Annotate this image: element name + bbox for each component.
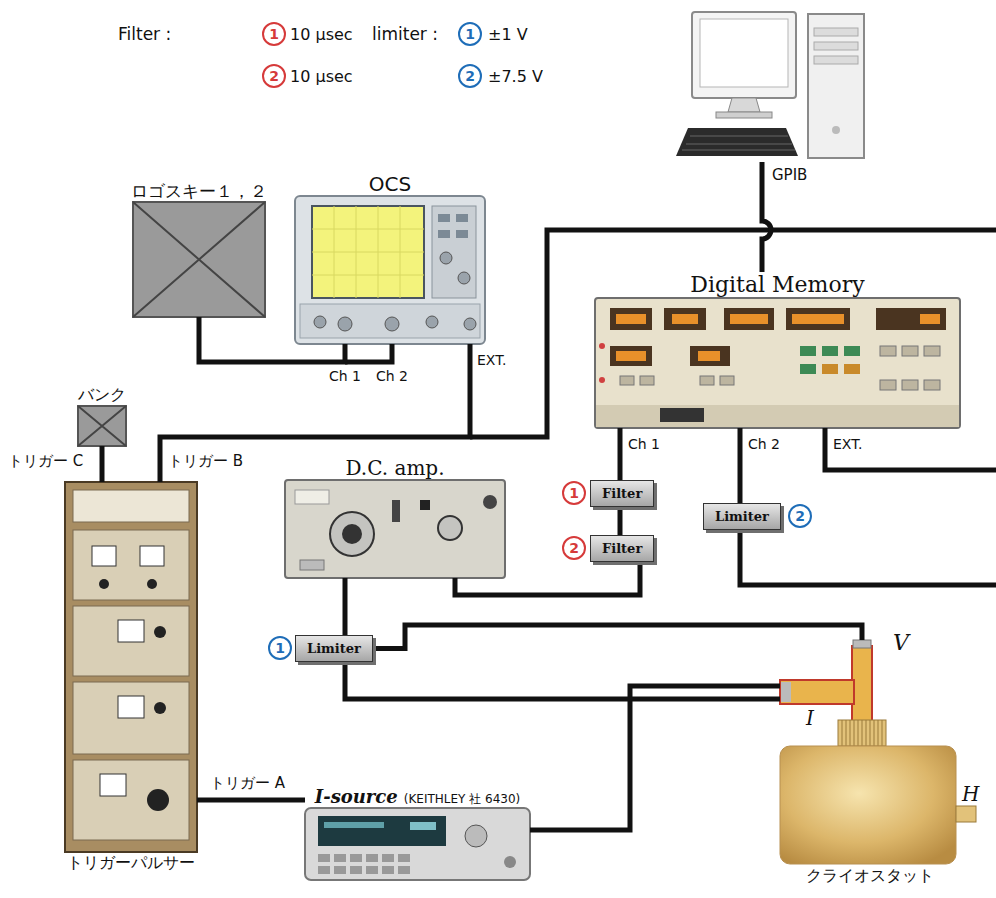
dc-amplifier-picture: [285, 480, 505, 578]
terminal-name: V: [893, 630, 909, 655]
node-heading: Digital Memory: [690, 272, 864, 298]
node-heading-row: バンク: [78, 384, 126, 406]
wire-connector: [345, 662, 780, 699]
node-heading-row: I-source (KEITHLEY 社 6430): [305, 786, 530, 808]
trigger-name: トリガー B: [168, 452, 243, 471]
node-heading-row: D.C. amp.: [285, 456, 505, 480]
bus-name: GPIB: [772, 166, 807, 184]
gpib-cable: [762, 162, 771, 272]
legend-text: 10 μsec: [290, 67, 353, 86]
trigger-name: トリガー A: [210, 774, 285, 793]
node-heading: トリガーパルサー: [67, 852, 195, 874]
wire-connector: [160, 344, 470, 482]
filter-box: Filter: [590, 535, 654, 562]
node-heading-row: トリガーパルサー: [65, 852, 197, 874]
wire: [345, 162, 996, 585]
wire-connector: [618, 507, 623, 535]
digital-memory-picture: [595, 298, 960, 428]
callout-number: 1: [562, 481, 586, 505]
cryostat-picture: [780, 640, 976, 864]
callout-number: 2: [788, 504, 812, 528]
legend-text: 10 μsec: [290, 25, 353, 44]
field-name: H: [962, 782, 979, 806]
wire-connector: [199, 317, 345, 362]
callout-number: 1: [268, 636, 292, 660]
rogowski-coil-symbol: [133, 202, 265, 317]
trigger-name: トリガー C: [8, 452, 83, 471]
node-heading: D.C. amp.: [345, 456, 444, 480]
box-label: Limiter: [307, 641, 361, 656]
picture-area: [285, 480, 505, 578]
wire-connector: [373, 625, 862, 649]
callout-number: 2: [562, 536, 586, 560]
capacitor-bank: バンク: [78, 384, 126, 446]
picture-area: [780, 640, 960, 865]
node-heading-row: クライオスタット: [780, 865, 960, 887]
legend-text: ±1 V: [488, 25, 528, 44]
picture-area: [65, 482, 197, 852]
current-source: I-source (KEITHLEY 社 6430): [305, 786, 530, 880]
signal-name: Ch 2: [748, 436, 780, 452]
current-source-picture: [305, 808, 530, 880]
wire-connector: [618, 428, 623, 480]
picture-area: [295, 196, 485, 344]
legend-title: Filter :: [118, 24, 171, 44]
rogowski-coil: ロゴスキー１，２: [131, 180, 267, 317]
node-heading: OCS: [369, 172, 411, 196]
signal-name: Ch 1: [628, 436, 660, 452]
oscilloscope-picture: [295, 196, 485, 344]
picture-area: [305, 808, 530, 880]
node-heading: ロゴスキー１，２: [131, 180, 267, 202]
wire-connector: [738, 428, 743, 503]
computer-icon: [676, 12, 864, 158]
wire-connector: [100, 446, 105, 482]
bank-symbol: [78, 406, 126, 446]
digital-memory: Digital Memory: [595, 272, 960, 428]
callout-number: 1: [458, 22, 482, 46]
wire: [470, 230, 996, 437]
signal-name: Ch 2: [376, 368, 408, 384]
callout-number: 1: [262, 22, 286, 46]
callout-number: 2: [262, 64, 286, 88]
wire-connector: [343, 578, 348, 635]
picture-area: [78, 406, 126, 446]
box-label: Limiter: [715, 509, 769, 524]
callout-number: 2: [458, 64, 482, 88]
node-heading: (KEITHLEY 社 6430): [404, 788, 520, 810]
signal-name: EXT.: [833, 436, 863, 452]
box-label: Filter: [602, 486, 642, 501]
terminal-name: I: [806, 706, 814, 730]
limiter-box: Limiter: [295, 635, 373, 662]
picture-area: [595, 298, 960, 428]
wire: [345, 344, 392, 362]
node-heading-row: ロゴスキー１，２: [131, 180, 267, 202]
trigger-pulser: トリガーパルサー: [65, 482, 197, 874]
wire-connector: [455, 562, 640, 595]
picture-area: [133, 202, 265, 317]
filter-box: Filter: [590, 480, 654, 507]
legend-text: ±7.5 V: [488, 67, 543, 86]
wire-connector: [197, 798, 305, 803]
trigger-pulser-rack: [65, 482, 197, 852]
signal-name: EXT.: [477, 352, 507, 368]
node-heading: クライオスタット: [806, 865, 934, 887]
oscilloscope: OCS: [295, 172, 485, 344]
signal-name: Ch 1: [329, 368, 361, 384]
cryostat: クライオスタット: [780, 640, 960, 887]
node-heading: バンク: [78, 384, 126, 406]
node-heading-row: Digital Memory: [595, 272, 960, 298]
node-heading-row: OCS: [295, 172, 485, 196]
wire: [825, 428, 996, 470]
wire-connector: [530, 686, 780, 830]
dc-amplifier: D.C. amp.: [285, 456, 505, 578]
box-label: Filter: [602, 541, 642, 556]
limiter-box: Limiter: [703, 503, 781, 530]
node-heading: I-source: [315, 786, 398, 808]
legend-title: limiter :: [372, 24, 438, 44]
